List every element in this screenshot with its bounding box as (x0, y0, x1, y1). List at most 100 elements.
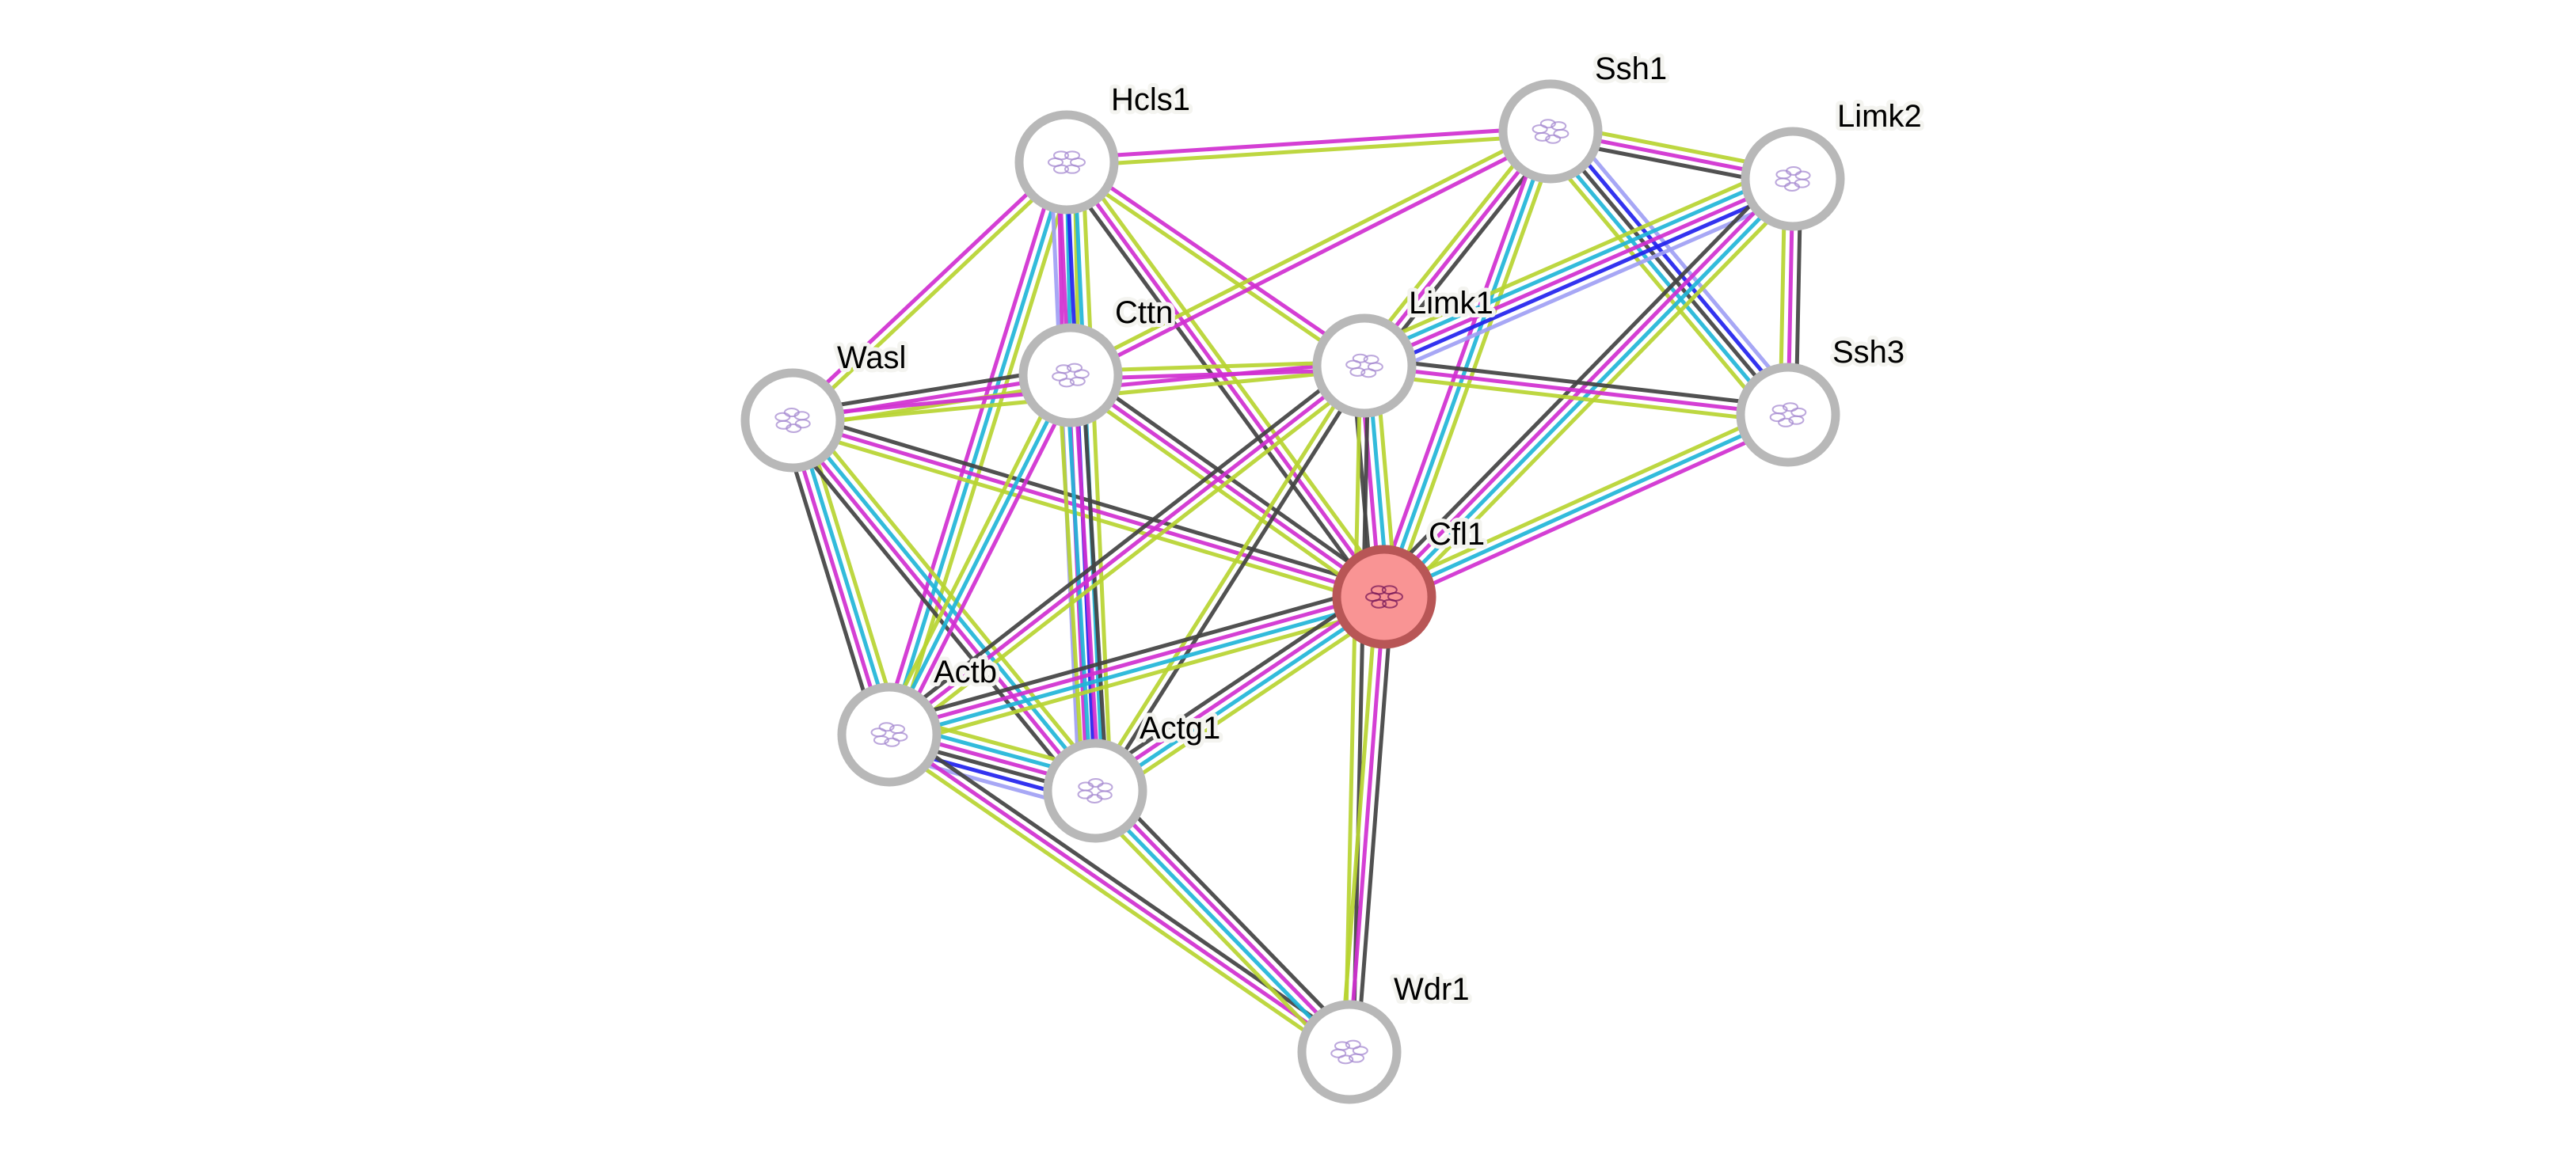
edge-evidence-experimental (1347, 596, 1387, 1053)
edge-evidence-experimental (1071, 133, 1554, 381)
node-limk2[interactable]: Limk2 (1741, 95, 1926, 231)
edge-evidence-experimental (788, 421, 1094, 795)
edge-actb-cfl1[interactable] (885, 583, 1388, 748)
edge-evidence-curated-database (1543, 135, 1784, 422)
edge-evidence-textmining (1339, 596, 1379, 1052)
node-actg1[interactable]: Actg1 (1043, 707, 1224, 843)
edge-cttn-actb[interactable] (880, 370, 1080, 739)
protein-structure-icon (1775, 166, 1811, 192)
node-actb[interactable]: Actb (837, 651, 1001, 787)
edge-evidence-homology (1369, 192, 1800, 382)
node-circle[interactable] (1498, 79, 1603, 184)
node-circle[interactable] (1297, 1000, 1402, 1104)
edge-hcls1-ssh1[interactable] (1066, 125, 1551, 169)
node-label: Cttn (1115, 295, 1173, 330)
edge-evidence-coexpression (1549, 130, 1790, 416)
edge-evidence-experimental (894, 378, 1080, 739)
node-cfl1[interactable]: Cfl1 (1332, 513, 1489, 649)
edge-evidence-homology (1561, 120, 1802, 406)
edge-evidence-textmining (1067, 133, 1551, 169)
node-ssh1[interactable]: Ssh1 (1498, 47, 1671, 184)
edge-evidence-experimental (1096, 786, 1354, 1051)
node-label: Hcls1 (1111, 82, 1190, 117)
edge-evidence-experimental (786, 420, 888, 737)
protein-structure-icon (1345, 353, 1383, 378)
edge-evidence-coexpression (1364, 355, 1790, 409)
edge-evidence-textmining (793, 163, 1071, 425)
edge-limk1-ssh3[interactable] (1363, 355, 1790, 425)
node-circle[interactable] (837, 682, 942, 787)
edge-hcls1-wasl[interactable] (788, 158, 1071, 425)
edge-cfl1-ssh3[interactable] (1379, 405, 1793, 606)
node-cttn[interactable]: Cttn (1018, 291, 1177, 427)
edge-limk1-actg1[interactable] (1090, 362, 1370, 795)
protein-structure-icon (1532, 119, 1570, 144)
edge-evidence-experimental (888, 364, 1366, 736)
protein-structure-icon (870, 722, 908, 747)
node-limk1[interactable]: Limk1 (1312, 282, 1497, 418)
protein-structure-icon (774, 408, 811, 433)
edge-evidence-curated-database (887, 374, 1073, 736)
edge-evidence-experimental (1064, 161, 1387, 598)
node-circle[interactable] (1736, 363, 1840, 467)
edge-evidence-experimental (1091, 591, 1383, 789)
edge-evidence-textmining (1090, 362, 1363, 790)
edge-evidence-textmining (1536, 140, 1778, 427)
node-circle[interactable] (1014, 110, 1119, 215)
node-label: Wdr1 (1394, 972, 1470, 1007)
edge-evidence-coexpression (1351, 366, 1371, 1053)
node-wasl[interactable]: Wasl (740, 336, 910, 473)
edge-evidence-experimental (1387, 420, 1793, 606)
node-circle[interactable] (1043, 739, 1147, 843)
edge-evidence-experimental (1067, 157, 1368, 364)
edge-evidence-experimental (1066, 125, 1551, 161)
edge-limk2-cfl1[interactable] (1374, 169, 1803, 607)
edge-evidence-coexpression (883, 358, 1361, 731)
node-label: Wasl (837, 340, 906, 375)
edge-actg1-cfl1[interactable] (1087, 585, 1392, 803)
edge-evidence-experimental (1364, 177, 1794, 368)
edge-hcls1-limk1[interactable] (1063, 157, 1368, 371)
edge-actg1-wdr1[interactable] (1085, 780, 1360, 1062)
edge-evidence-textmining (1100, 605, 1392, 803)
edge-evidence-curated-database (1090, 792, 1349, 1057)
edge-evidence-textmining (790, 426, 1383, 606)
edge-evidence-curated-database (889, 598, 1387, 741)
edge-limk1-actb[interactable] (883, 358, 1371, 743)
edge-evidence-experimental (1364, 363, 1789, 417)
node-circle[interactable] (1018, 323, 1123, 427)
protein-structure-icon (1048, 150, 1086, 174)
edge-cfl1-wdr1[interactable] (1339, 596, 1395, 1053)
node-circle[interactable] (1312, 313, 1417, 418)
edge-limk1-wdr1[interactable] (1343, 365, 1371, 1053)
edge-evidence-textmining (1064, 380, 1381, 606)
node-ssh3[interactable]: Ssh3 (1736, 331, 1908, 467)
edge-evidence-experimental (788, 158, 1066, 420)
node-wdr1[interactable]: Wdr1 (1297, 968, 1474, 1104)
edge-ssh1-cfl1[interactable] (1375, 127, 1560, 601)
protein-structure-icon (1052, 363, 1090, 388)
edge-evidence-textmining (1379, 405, 1786, 592)
node-label: Ssh1 (1595, 51, 1667, 86)
edge-evidence-curated-database (794, 418, 896, 735)
edge-evidence-coexpression (1102, 780, 1360, 1046)
edge-limk2-limk1[interactable] (1357, 162, 1800, 382)
edge-evidence-cooccurrence (1554, 124, 1796, 412)
protein-structure-icon (1330, 1039, 1368, 1065)
edge-evidence-textmining (800, 411, 1106, 785)
edge-evidence-coexpression (1087, 585, 1379, 783)
edge-ssh1-ssh3[interactable] (1536, 120, 1802, 427)
node-circle[interactable] (740, 368, 845, 473)
protein-structure-icon (1769, 402, 1807, 427)
edge-wasl-actb[interactable] (779, 416, 903, 739)
node-hcls1[interactable]: Hcls1 (1014, 78, 1194, 215)
protein-structure-icon (1077, 778, 1113, 803)
edge-evidence-textmining (880, 370, 1066, 732)
edge-ssh1-cttn[interactable] (1067, 126, 1554, 381)
edge-evidence-textmining (1067, 126, 1550, 374)
edge-evidence-curated-database (1382, 131, 1553, 598)
edge-evidence-experimental (1375, 127, 1545, 595)
query-node-circle[interactable] (1332, 545, 1436, 649)
node-circle[interactable] (1741, 127, 1845, 231)
